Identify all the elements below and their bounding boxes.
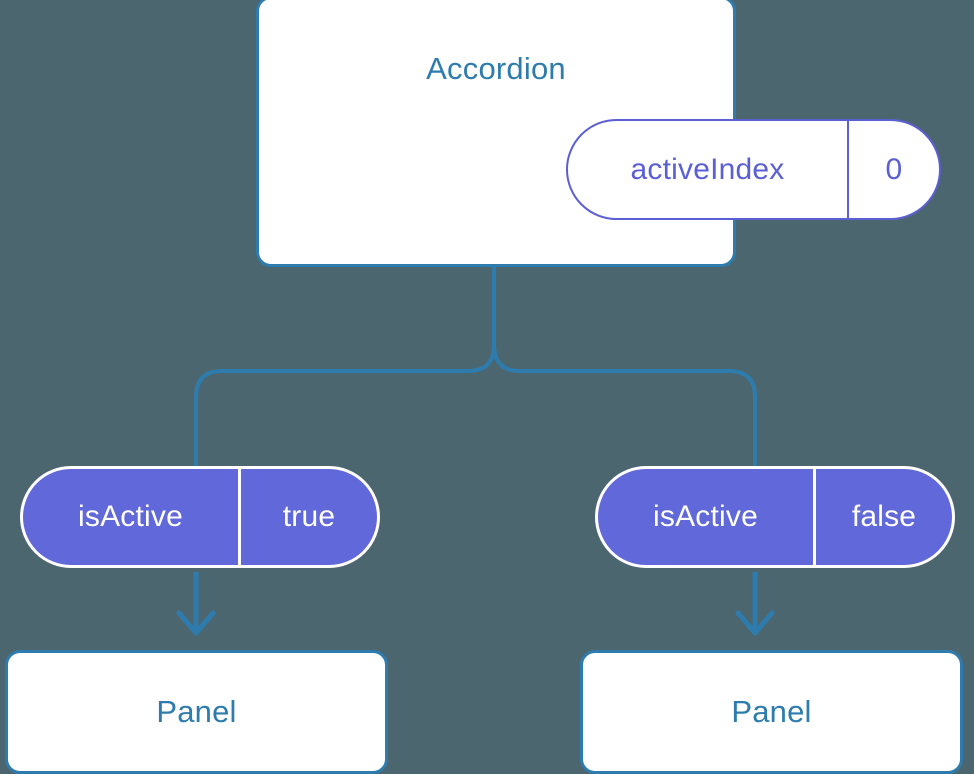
connector-right-branch	[492, 267, 757, 466]
prop-pill-is-active-true[interactable]: isActive true	[20, 466, 380, 568]
prop-pill-active-index-key: activeIndex	[568, 121, 849, 218]
panel-component-title-left: Panel	[156, 694, 237, 729]
prop-pill-active-index-value: 0	[885, 152, 903, 186]
prop-pill-is-active-true-value: true	[282, 500, 336, 533]
prop-pill-is-active-false-key: isActive	[598, 469, 816, 565]
accordion-component-title: Accordion	[426, 51, 566, 86]
prop-pill-active-index[interactable]: activeIndex 0	[566, 119, 941, 220]
prop-pill-is-active-false-value: false	[851, 500, 917, 533]
prop-pill-is-active-true-key: isActive	[23, 469, 241, 565]
panel-component-box-left[interactable]: Panel	[5, 650, 388, 774]
arrow-right-head-icon	[735, 610, 775, 636]
panel-component-title-right: Panel	[731, 694, 812, 729]
prop-pill-is-active-false[interactable]: isActive false	[595, 466, 955, 568]
accordion-component-box[interactable]: Accordion activeIndex 0	[256, 0, 941, 267]
arrow-left-head-icon	[176, 610, 216, 636]
panel-component-box-right[interactable]: Panel	[580, 650, 963, 774]
connector-left-branch	[194, 267, 496, 466]
